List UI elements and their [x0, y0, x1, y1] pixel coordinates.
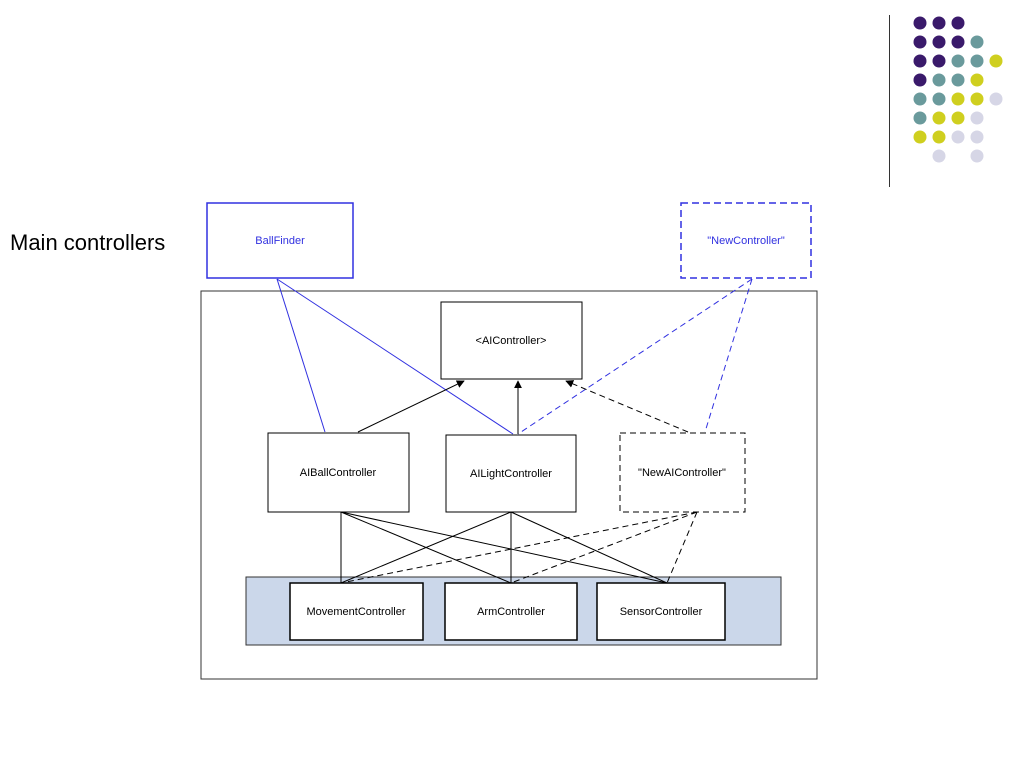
decor-dot — [932, 149, 946, 163]
decor-dot — [913, 73, 927, 87]
decor-dot — [932, 73, 946, 87]
decor-dot — [932, 35, 946, 49]
decor-dot — [932, 92, 946, 106]
arm-controller-node: ArmController — [444, 582, 578, 641]
decor-dot — [951, 73, 965, 87]
arm-controller-label: ArmController — [477, 606, 545, 618]
decor-dot — [970, 92, 984, 106]
ai-ball-controller-node: AIBallController — [267, 432, 410, 513]
decor-dot — [951, 54, 965, 68]
decor-dot — [989, 92, 1003, 106]
sensor-controller-node: SensorController — [596, 582, 726, 641]
decor-dot — [932, 111, 946, 125]
movement-controller-node: MovementController — [289, 582, 424, 641]
newcontroller-to-ailight-line — [517, 278, 753, 435]
movement-controller-label: MovementController — [306, 606, 405, 618]
ailight-to-movement-line — [340, 511, 512, 584]
new-ai-controller-node: "NewAIController" — [619, 432, 746, 513]
newai-to-aicontroller-arrow — [565, 380, 689, 433]
decor-dot — [951, 111, 965, 125]
decor-dot — [951, 35, 965, 49]
sensor-controller-label: SensorController — [620, 606, 703, 618]
decor-dot — [932, 16, 946, 30]
decorative-dot-grid — [913, 16, 1003, 163]
newai-to-arm-line — [510, 511, 698, 584]
decor-dot — [913, 130, 927, 144]
decor-dot — [951, 92, 965, 106]
newai-to-sensor-line — [666, 511, 698, 584]
slide-divider — [889, 15, 890, 187]
decor-dot — [913, 35, 927, 49]
decor-dot — [932, 130, 946, 144]
ailight-to-sensor-line — [510, 511, 668, 584]
ai-ball-controller-label: AIBallController — [300, 467, 377, 479]
ballfinder-to-ailight-line — [276, 278, 514, 435]
decor-dot — [970, 130, 984, 144]
decor-dot — [932, 54, 946, 68]
ai-light-controller-node: AILightController — [445, 434, 577, 513]
decor-dot — [913, 92, 927, 106]
decor-dot — [989, 54, 1003, 68]
decor-dot — [970, 111, 984, 125]
decor-dot — [951, 130, 965, 144]
ai-light-controller-label: AILightController — [470, 468, 552, 480]
ballfinder-to-aiball-line — [276, 278, 326, 433]
decor-dot — [913, 54, 927, 68]
main-controllers-label: Main controllers — [10, 230, 166, 255]
newai-to-movement-line — [340, 511, 698, 584]
aiball-to-sensor-line — [340, 511, 668, 584]
ballfinder-node: BallFinder — [206, 202, 354, 279]
new-ai-controller-label: "NewAIController" — [638, 467, 726, 479]
decor-dot — [913, 111, 927, 125]
aiball-to-aicontroller-arrow — [357, 380, 465, 433]
decor-dot — [951, 16, 965, 30]
decor-dot — [970, 149, 984, 163]
decor-dot — [970, 73, 984, 87]
decor-dot — [970, 35, 984, 49]
decor-dot — [913, 16, 927, 30]
ballfinder-label: BallFinder — [255, 235, 305, 247]
newcontroller-to-newai-line — [704, 278, 753, 433]
ai-controller-node: <AIController> — [440, 301, 583, 380]
ai-controller-label: <AIController> — [476, 335, 547, 347]
new-controller-label: "NewController" — [707, 235, 785, 247]
new-controller-node: "NewController" — [680, 202, 812, 279]
decor-dot — [970, 54, 984, 68]
